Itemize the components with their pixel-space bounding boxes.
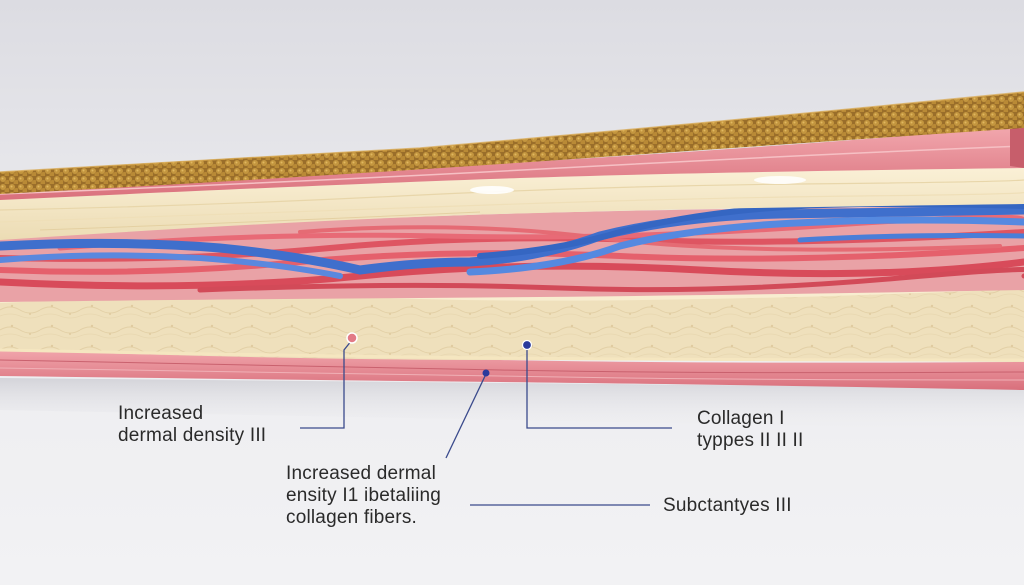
label-collagen-types: Collagen I typpes II II II xyxy=(697,408,804,452)
pink-dot-marker xyxy=(346,332,358,344)
blue-dot-marker xyxy=(521,339,533,351)
blue-vessels xyxy=(0,200,1024,279)
leader-line-collagen-types xyxy=(526,346,672,429)
label-line: dermal density III xyxy=(118,425,267,446)
label-increased-dermal-density: Increased dermal density III xyxy=(118,403,266,447)
granular-surface-layer xyxy=(0,92,1024,194)
label-substances: Subctantyes III xyxy=(663,495,792,517)
label-line: Collagen I xyxy=(697,408,785,429)
label-line: Increased dermal xyxy=(286,463,436,484)
leader-line-dermal-fibers xyxy=(445,373,487,459)
label-line: ensity I1 ibetaliing xyxy=(286,485,442,506)
label-line: typpes II II II xyxy=(697,430,804,451)
reticular-dermis-layer xyxy=(0,286,1024,362)
slab-shadow xyxy=(0,378,1024,430)
label-line: Subctantyes III xyxy=(663,495,792,516)
blue-dot-marker xyxy=(482,369,490,377)
label-dermal-collagen-fibers: Increased dermal ensity I1 ibetaliing co… xyxy=(286,463,441,529)
leader-line-dermal-density xyxy=(300,339,353,429)
leader-lines xyxy=(300,339,672,506)
label-line: Increased xyxy=(118,403,204,424)
label-line: collagen fibers. xyxy=(286,507,417,528)
